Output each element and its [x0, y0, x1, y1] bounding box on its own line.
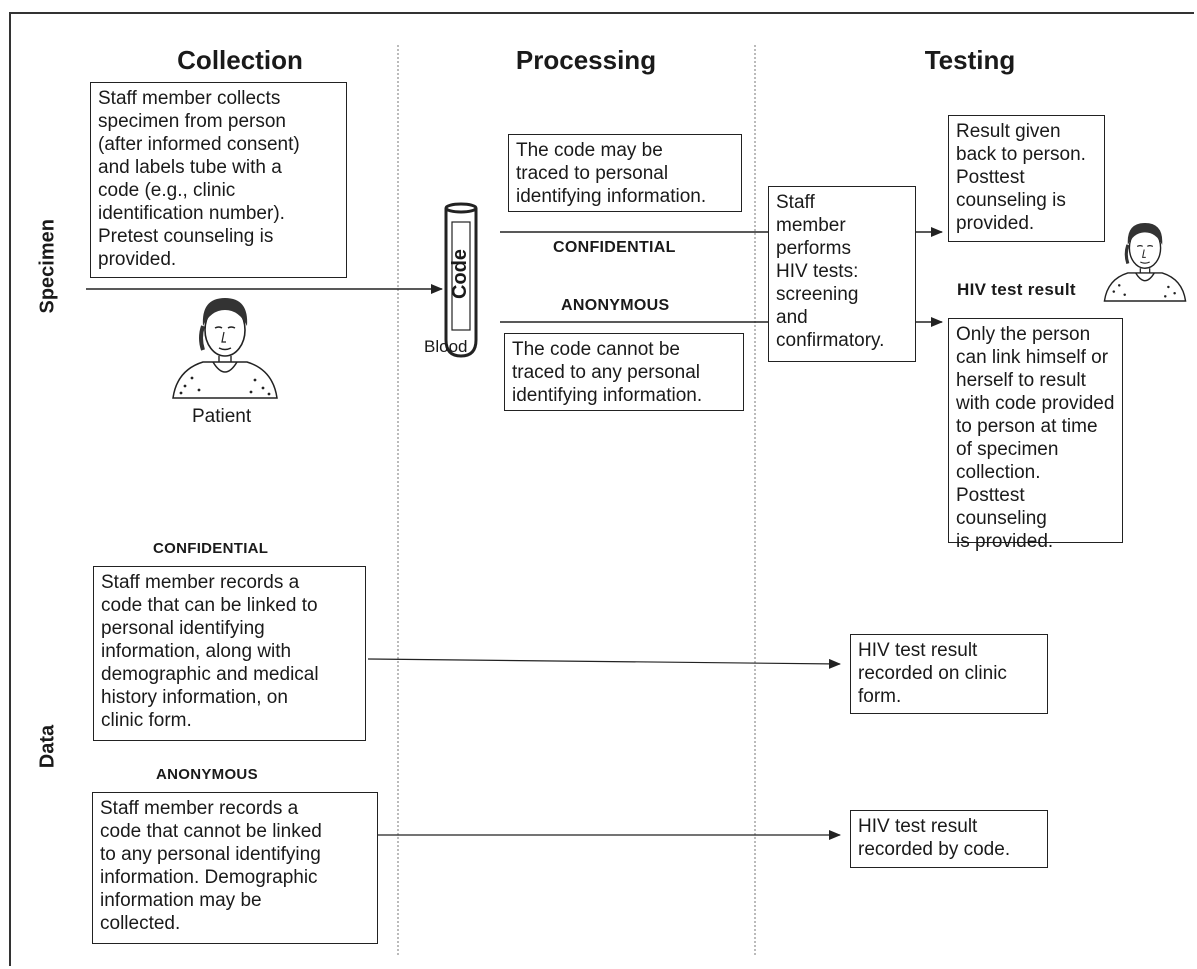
confidential-tag: CONFIDENTIAL	[553, 239, 676, 256]
diagram-frame	[9, 12, 1194, 966]
data-confidential-box: Staff member records a code that can be …	[93, 566, 366, 741]
blood-label: Blood	[424, 337, 468, 356]
row-label-specimen: Specimen	[36, 219, 59, 314]
data-anonymous-box: Staff member records a code that cannot …	[92, 792, 378, 944]
tube-code-label: Code	[449, 249, 471, 299]
patient-icon	[172, 298, 278, 399]
result-given-box: Result given back to person. Posttest co…	[948, 115, 1105, 242]
confidential-note-box: The code may be traced to personal ident…	[508, 134, 742, 212]
staff-tests-box: Staff member performs HIV tests: screeni…	[768, 186, 916, 362]
data-confidential-tag: CONFIDENTIAL	[153, 540, 269, 557]
test-tube-icon	[444, 202, 478, 358]
anonymous-tag: ANONYMOUS	[561, 297, 670, 314]
only-person-box: Only the person can link himself or hers…	[948, 318, 1123, 552]
column-title-collection: Collection	[177, 45, 303, 75]
data-anonymous-result-box: HIV test result recorded by code.	[850, 810, 1048, 868]
data-confidential-result-box: HIV test result recorded on clinic form.	[850, 634, 1048, 714]
anonymous-note-box: The code cannot be traced to any persona…	[504, 333, 744, 411]
data-anonymous-tag: ANONYMOUS	[156, 766, 258, 783]
patient-result-icon	[1103, 223, 1187, 302]
column-title-processing: Processing	[515, 45, 657, 75]
column-title-testing: Testing	[924, 45, 1016, 75]
collect-specimen-box: Staff member collects specimen from pers…	[90, 82, 347, 278]
patient-label: Patient	[192, 406, 252, 427]
arrow-data-confidential	[367, 658, 841, 669]
hiv-test-result-label: HIV test result	[957, 280, 1076, 299]
row-label-data: Data	[36, 724, 59, 769]
